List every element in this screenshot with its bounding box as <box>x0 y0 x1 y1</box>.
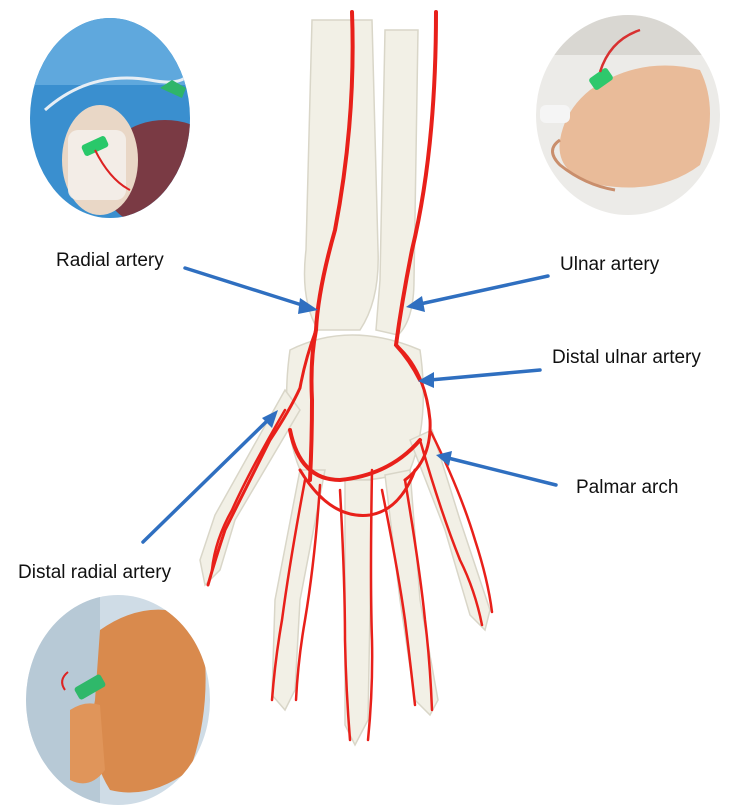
ulnar-catheter-photo <box>535 15 725 220</box>
ulna-bone <box>376 30 418 335</box>
label-distal-ulnar-artery: Distal ulnar artery <box>552 347 701 369</box>
arrow-radial-artery <box>185 268 318 314</box>
radial-catheter-photo <box>25 15 230 230</box>
pulse-sensor <box>540 105 570 123</box>
thumb-back <box>70 703 105 783</box>
label-radial-artery: Radial artery <box>56 250 164 272</box>
middle-finger-bones <box>345 480 372 745</box>
distal-radial-catheter-photo <box>20 590 220 805</box>
hand-back <box>92 610 205 793</box>
label-ulnar-artery: Ulnar artery <box>560 254 659 276</box>
radius-bone <box>305 20 379 330</box>
label-palmar-arch: Palmar arch <box>576 477 678 499</box>
label-distal-radial-artery: Distal radial artery <box>18 562 171 584</box>
arrow-distal-ulnar-artery <box>418 370 540 388</box>
arrow-ulnar-artery <box>406 276 548 312</box>
